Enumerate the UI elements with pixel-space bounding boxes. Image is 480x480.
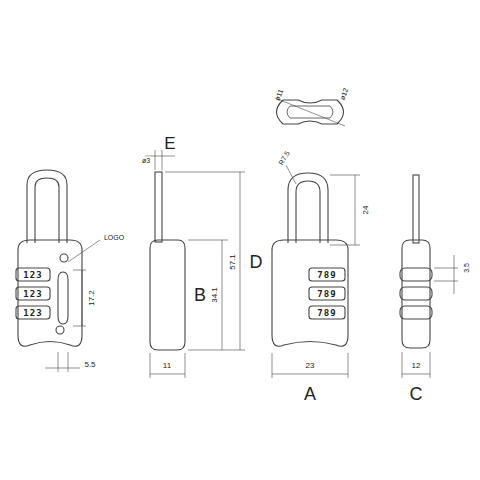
wheel-digits: 789 bbox=[317, 271, 336, 280]
length-dim: 57.1 bbox=[229, 254, 237, 270]
view-letter: A bbox=[304, 385, 316, 403]
length-dim: 23 bbox=[305, 362, 316, 370]
view-letter: D bbox=[250, 253, 263, 271]
radius-dim: R7.5 bbox=[277, 150, 290, 166]
diameter-dim: ø3 bbox=[141, 157, 151, 164]
wheel-digits: 123 bbox=[23, 271, 42, 280]
wheel-digits: 789 bbox=[317, 290, 336, 299]
length-dim: 24 bbox=[362, 206, 370, 215]
length-dim: 5.5 bbox=[84, 361, 95, 369]
logo-callout: LOGO bbox=[104, 234, 124, 241]
wheel-digits: 123 bbox=[23, 309, 42, 318]
diameter-dim: ø12 bbox=[339, 87, 350, 101]
length-dim: 3.5 bbox=[463, 263, 470, 273]
wheel-digits: 789 bbox=[317, 309, 336, 318]
view-letter: E bbox=[164, 135, 175, 152]
view-letter: B bbox=[194, 286, 206, 304]
length-dim: 34.1 bbox=[211, 287, 219, 303]
length-dim: 17.2 bbox=[88, 290, 96, 306]
view-letter: C bbox=[410, 385, 423, 403]
wheel-digits: 123 bbox=[23, 290, 42, 299]
length-dim: 11 bbox=[162, 362, 172, 370]
length-dim: 12 bbox=[411, 362, 422, 370]
